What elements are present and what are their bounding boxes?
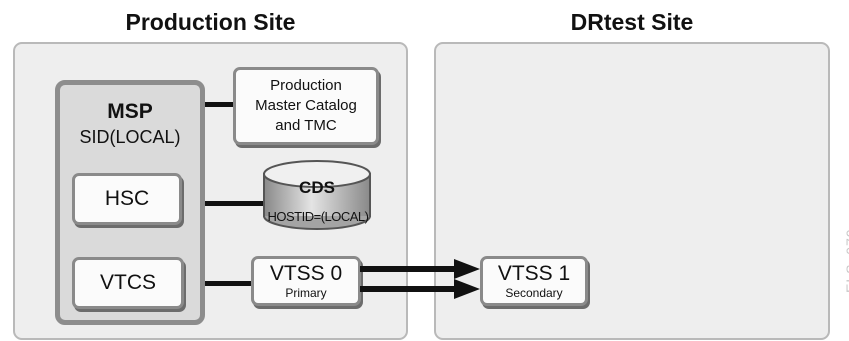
vtss1-box: VTSS 1 Secondary: [480, 256, 588, 306]
hsc-box: HSC: [72, 173, 182, 225]
catalog-line-3: and TMC: [275, 117, 337, 134]
msp-catalog-connector: [204, 102, 234, 107]
catalog-line-1: Production: [270, 77, 342, 94]
hsc-label: HSC: [104, 186, 150, 210]
vtss1-label: VTSS 1: [497, 261, 571, 285]
hsc-cds-connector: [183, 201, 265, 206]
replication-arrows: [360, 259, 480, 299]
vtss0-label: VTSS 0: [269, 261, 343, 285]
figure-id-watermark: ELS_079: [843, 228, 849, 293]
vtss0-role: Primary: [285, 285, 327, 300]
cds-hostid: HOSTID=(LOCAL): [267, 209, 370, 224]
master-catalog-box: Production Master Catalog and TMC: [233, 67, 379, 145]
catalog-line-2: Master Catalog: [255, 97, 357, 114]
vtss0-box: VTSS 0 Primary: [251, 256, 361, 306]
cds-label: CDS: [299, 178, 335, 197]
msp-sid: SID(LOCAL): [79, 127, 181, 147]
msp-title: MSP: [107, 100, 153, 123]
vtcs-box: VTCS: [72, 257, 184, 309]
cds-database-icon: [263, 160, 371, 230]
vtcs-vtss0-connector: [185, 281, 252, 286]
vtss1-role: Secondary: [505, 285, 563, 300]
drtest-site-title: DRtest Site: [570, 9, 694, 35]
production-site-title: Production Site: [125, 9, 296, 35]
vtcs-label: VTCS: [99, 270, 156, 294]
